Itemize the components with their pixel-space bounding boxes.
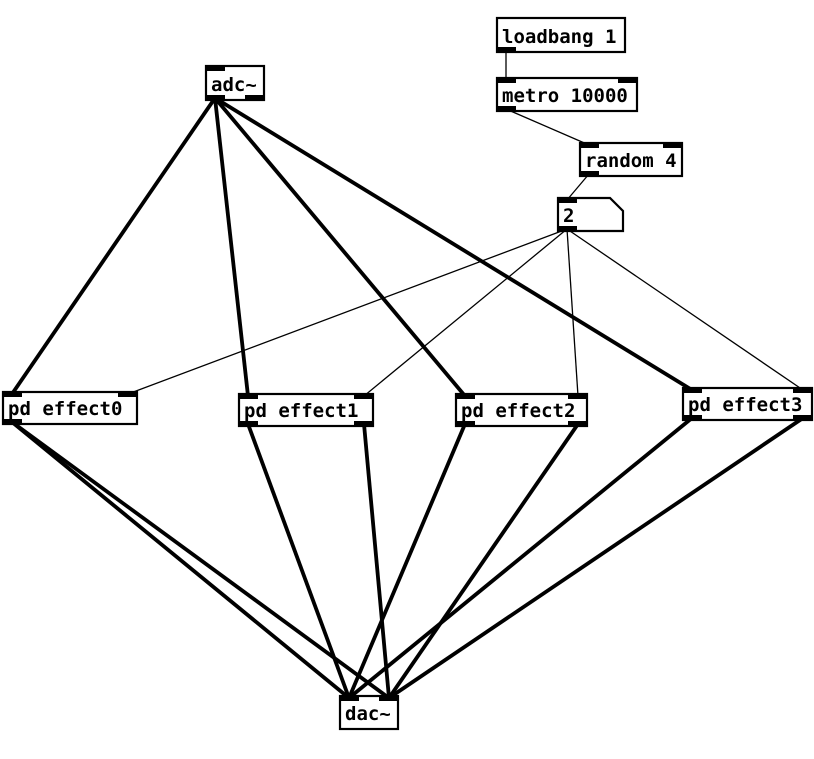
- box-label: 2: [563, 205, 574, 227]
- box-label: pd effect0: [8, 398, 122, 420]
- box-label: pd effect1: [244, 400, 358, 422]
- object-box-loadbang[interactable]: loadbang 1: [495, 16, 627, 54]
- signal-cord[interactable]: [387, 422, 580, 700]
- inlet-port[interactable]: [456, 393, 475, 399]
- inlet-port[interactable]: [379, 695, 398, 701]
- control-cord[interactable]: [363, 228, 568, 397]
- inlet-port[interactable]: [239, 393, 258, 399]
- outlet-port[interactable]: [239, 421, 258, 427]
- box-outline: [495, 76, 639, 113]
- outlet-port[interactable]: [497, 47, 516, 53]
- box-outline: [454, 392, 589, 428]
- control-cord[interactable]: [566, 173, 590, 201]
- box-label: metro 10000: [502, 85, 628, 107]
- signal-cord[interactable]: [362, 423, 391, 699]
- box-label: pd effect3: [688, 394, 802, 416]
- inlet-port[interactable]: [206, 65, 225, 71]
- box-outline: [681, 386, 814, 422]
- subpatch-box-effect2[interactable]: pd effect2: [454, 392, 589, 428]
- outlet-port[interactable]: [3, 419, 22, 425]
- box-outline: [204, 64, 266, 102]
- box-outline: [556, 196, 625, 233]
- box-label: random 4: [585, 150, 677, 172]
- outlet-port[interactable]: [245, 95, 264, 101]
- outlet-port[interactable]: [580, 171, 599, 177]
- signal-cord[interactable]: [387, 416, 805, 700]
- signal-cord[interactable]: [10, 420, 391, 700]
- outlet-port[interactable]: [354, 421, 373, 427]
- box-outline: [338, 694, 400, 731]
- box-outline: [578, 141, 684, 178]
- outlet-port[interactable]: [558, 226, 577, 232]
- control-cord[interactable]: [566, 228, 804, 391]
- subpatch-box-effect3[interactable]: pd effect3: [681, 386, 814, 422]
- box-label: pd effect2: [461, 400, 575, 422]
- outlet-port[interactable]: [568, 421, 587, 427]
- number-box-num2[interactable]: 2: [556, 196, 625, 233]
- inlet-port[interactable]: [354, 393, 373, 399]
- control-cord[interactable]: [505, 108, 590, 146]
- object-box-random[interactable]: random 4: [578, 141, 684, 178]
- subpatch-box-effect0[interactable]: pd effect0: [1, 390, 139, 426]
- inlet-port[interactable]: [340, 695, 359, 701]
- outlet-port[interactable]: [206, 95, 225, 101]
- box-label: loadbang 1: [502, 26, 616, 48]
- control-cord[interactable]: [566, 228, 579, 397]
- signal-cord[interactable]: [10, 420, 351, 700]
- outlet-port[interactable]: [793, 415, 812, 421]
- inlet-port[interactable]: [118, 391, 137, 397]
- inlet-port[interactable]: [3, 391, 22, 397]
- signal-cord[interactable]: [347, 423, 467, 699]
- box-label: dac~: [345, 703, 391, 725]
- control-cord[interactable]: [127, 228, 568, 395]
- outlet-port[interactable]: [683, 415, 702, 421]
- outlet-port[interactable]: [497, 106, 516, 112]
- inlet-port[interactable]: [663, 142, 682, 148]
- inlet-port[interactable]: [558, 197, 577, 203]
- object-box-adc[interactable]: adc~: [204, 64, 266, 102]
- object-box-dac[interactable]: dac~: [338, 694, 400, 731]
- signal-cord[interactable]: [10, 96, 217, 396]
- inlet-port[interactable]: [618, 77, 637, 83]
- inlet-port[interactable]: [793, 387, 812, 393]
- signal-cord[interactable]: [214, 96, 693, 392]
- signal-cord[interactable]: [347, 416, 694, 700]
- outlet-port[interactable]: [456, 421, 475, 427]
- signal-cord[interactable]: [213, 96, 467, 398]
- signal-cord[interactable]: [246, 423, 351, 699]
- subpatch-box-effect1[interactable]: pd effect1: [237, 392, 375, 428]
- box-outline: [1, 390, 139, 426]
- box-outline: [495, 16, 627, 54]
- inlet-port[interactable]: [568, 393, 587, 399]
- inlet-port[interactable]: [497, 77, 516, 83]
- inlet-port[interactable]: [580, 142, 599, 148]
- box-label: adc~: [211, 74, 257, 96]
- object-box-metro[interactable]: metro 10000: [495, 76, 639, 113]
- box-outline: [237, 392, 375, 428]
- inlet-port[interactable]: [683, 387, 702, 393]
- signal-cord[interactable]: [213, 97, 250, 397]
